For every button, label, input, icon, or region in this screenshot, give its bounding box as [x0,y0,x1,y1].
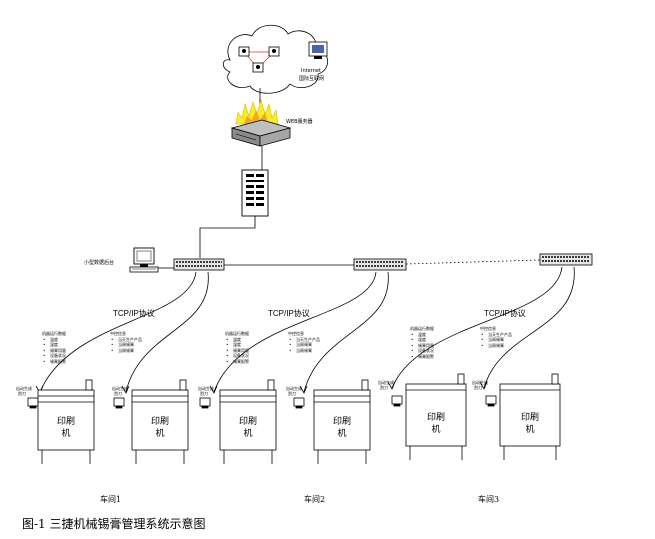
switch-hub-1 [173,258,225,271]
workstation-label-4b: 刮刀 [288,391,296,396]
info-list-left-2: 机器运行数据 温度 湿度 锡膏用量 设备状况 锡膏报警 [225,331,249,364]
firewall-flame-icon [235,98,279,125]
workshop-label-3: 车间3 [478,495,500,504]
switch-hub-3 [539,253,593,266]
workstation-label-5b: 刮刀 [380,385,388,390]
machine-label-6: 印刷机 [520,413,539,436]
internet-cn-label: 国际互联网 [299,76,325,82]
machine-label-1: 印刷机 [56,417,75,440]
info-list-right-1: 中控信息 当天生产产品 当周锡膏 当周锡膏 [110,331,142,353]
network-nodes-icon [238,46,280,73]
workstation-label-6b: 刮刀 [474,385,482,390]
web-server-icon [230,119,292,147]
server-tower-icon [241,169,269,217]
figure-caption: 图-1 三捷机械锡膏管理系统示意图 [22,517,206,531]
workstation-monitor-icons [27,395,497,409]
workshop-label-2: 车间2 [304,495,326,504]
web-server-label: WEB服务器 [286,119,313,125]
internet-cloud [222,24,328,94]
internet-monitor-icon [308,41,328,59]
info-list-left-3: 机器运行数据 温度 湿度 锡膏用量 设备状况 锡膏报警 [410,326,434,359]
info-list-right-3: 中控信息 当天生产产品 当周锡膏 当周锡膏 [480,326,512,348]
workstation-label-6a: 自动生成 [472,380,488,385]
machine-label-3: 印刷机 [238,417,257,440]
machine-label-2: 印刷机 [150,417,169,440]
workstation-label-2a: 自动生成 [112,386,128,391]
machine-label-4: 印刷机 [332,417,351,440]
connection-curves [35,266,575,394]
machine-label-5: 印刷机 [426,413,445,436]
workstation-label-1b: 刮刀 [18,391,26,396]
info-list-right-2: 中控信息 当天生产产品 当周锡膏 当周锡膏 [288,331,320,353]
workstation-label-1a: 自动生成 [16,386,32,391]
info-list-left-1: 机器运行数据 温度 湿度 锡膏用量 设备状况 锡膏报警 [42,331,66,364]
console-pc-icon [129,247,159,273]
workstation-label-3b: 刮刀 [200,391,208,396]
console-label: 小型数据后台 [84,260,115,266]
printing-machines [37,373,561,464]
internet-label: Internet [301,68,321,74]
workshop-label-1: 车间1 [100,495,122,504]
workstation-label-2b: 刮刀 [114,391,122,396]
workstation-label-4a: 自动生成 [286,386,302,391]
protocol-label-3: TCP/IP协议 [484,309,526,318]
workstation-label-3a: 自动生成 [198,386,214,391]
switch-hub-2 [353,258,407,271]
protocol-label-1: TCP/IP协议 [113,309,155,318]
protocol-label-2: TCP/IP协议 [268,309,310,318]
workstation-label-5a: 自动生成 [378,380,394,385]
